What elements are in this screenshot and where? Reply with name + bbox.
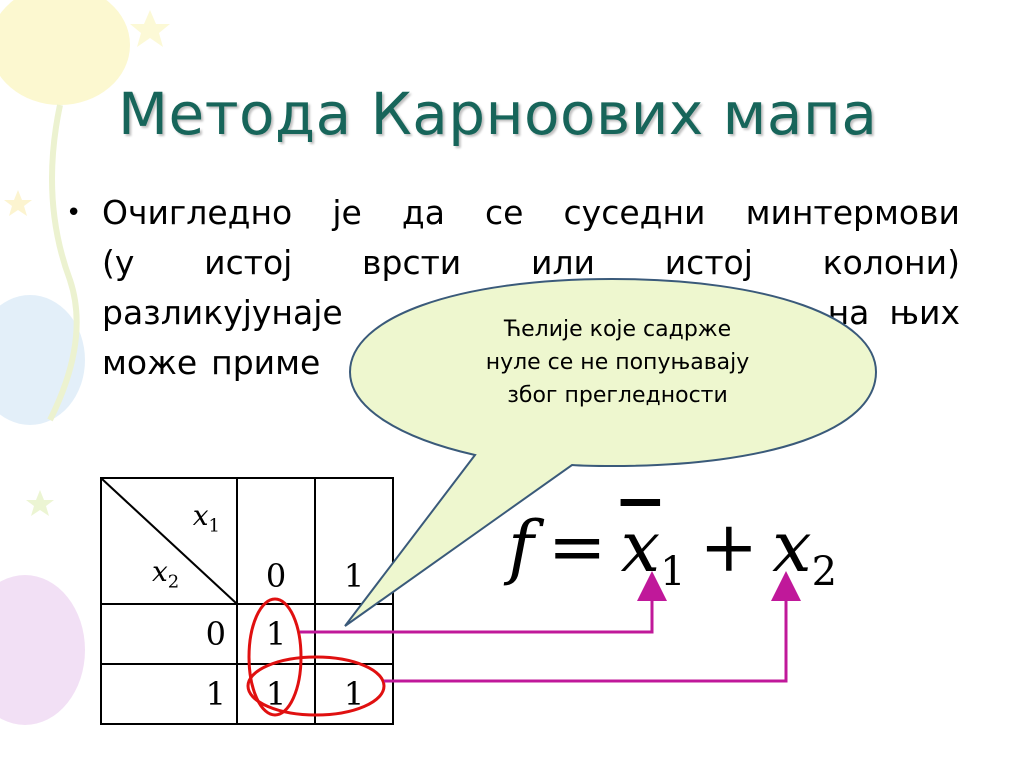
formula-term2-sub: 2 bbox=[811, 549, 838, 595]
balloon-purple bbox=[0, 575, 85, 725]
callout-line: нуле се не попуњавају bbox=[485, 350, 750, 375]
word: приме bbox=[211, 343, 321, 382]
callout-line: због прегледности bbox=[507, 383, 728, 408]
kmap-cell: 1 bbox=[236, 663, 316, 725]
word: Очигледно bbox=[102, 193, 293, 232]
formula-term2-var: x bbox=[772, 506, 812, 588]
balloon-string bbox=[47, 104, 80, 422]
column-header-1: 1 bbox=[314, 477, 394, 605]
confetti-star bbox=[4, 190, 32, 216]
confetti-star bbox=[130, 10, 170, 47]
bullet-line-2: (у истој врсти или истој колони) bbox=[102, 238, 960, 288]
word: истој bbox=[664, 243, 753, 282]
formula-f: f bbox=[508, 506, 534, 588]
word: је bbox=[313, 293, 343, 332]
slide-title: Метода Карноових мапа bbox=[118, 80, 878, 148]
row-variable-label: x2 bbox=[152, 555, 180, 593]
boolean-formula: f=x1+x2 bbox=[508, 502, 837, 617]
word: да bbox=[401, 193, 445, 232]
kmap-cell: 1 bbox=[236, 603, 316, 665]
row-header-1: 1 bbox=[100, 663, 238, 725]
word: њих bbox=[889, 293, 960, 332]
balloon-yellow-top bbox=[0, 0, 130, 105]
balloon-blue bbox=[0, 295, 85, 425]
column-variable-label: x1 bbox=[192, 499, 220, 537]
word: на bbox=[827, 293, 870, 332]
callout-text: Ћелије које садрже нуле се не попуњавају… bbox=[425, 313, 810, 412]
word: колони) bbox=[822, 243, 960, 282]
bullet-marker: • bbox=[66, 198, 82, 228]
word: истој bbox=[204, 243, 293, 282]
karnaugh-map: x1 x2 0 1 0 1 1 1 1 bbox=[100, 477, 394, 725]
formula-term1-var: x bbox=[620, 506, 661, 588]
formula-term1-sub: 1 bbox=[660, 549, 686, 595]
word: разликују bbox=[102, 293, 272, 332]
bullet-line-1: Очигледно је да се суседни минтермови bbox=[102, 188, 960, 238]
formula-plus: + bbox=[699, 506, 759, 588]
word: може bbox=[102, 343, 198, 382]
word: (у bbox=[102, 243, 135, 282]
row-header-0: 0 bbox=[100, 603, 238, 665]
confetti-star bbox=[26, 490, 54, 516]
column-header-0: 0 bbox=[236, 477, 316, 605]
word: се bbox=[485, 193, 524, 232]
callout-line: Ћелије које садрже bbox=[503, 317, 732, 342]
diagonal-divider bbox=[102, 479, 236, 603]
word: на bbox=[271, 293, 314, 332]
word: врсти bbox=[362, 243, 462, 282]
kmap-corner-header: x1 x2 bbox=[100, 477, 238, 605]
kmap-cell bbox=[314, 603, 394, 665]
bullet-line-4: може приме bbox=[102, 338, 960, 388]
kmap-cell: 1 bbox=[314, 663, 394, 725]
word: је bbox=[332, 193, 362, 232]
word: суседни bbox=[563, 193, 706, 232]
bullet-text: Очигледно је да се суседни минтермови (у… bbox=[102, 188, 960, 388]
word: минтермови bbox=[745, 193, 960, 232]
word: или bbox=[531, 243, 595, 282]
formula-equals: = bbox=[547, 506, 607, 588]
